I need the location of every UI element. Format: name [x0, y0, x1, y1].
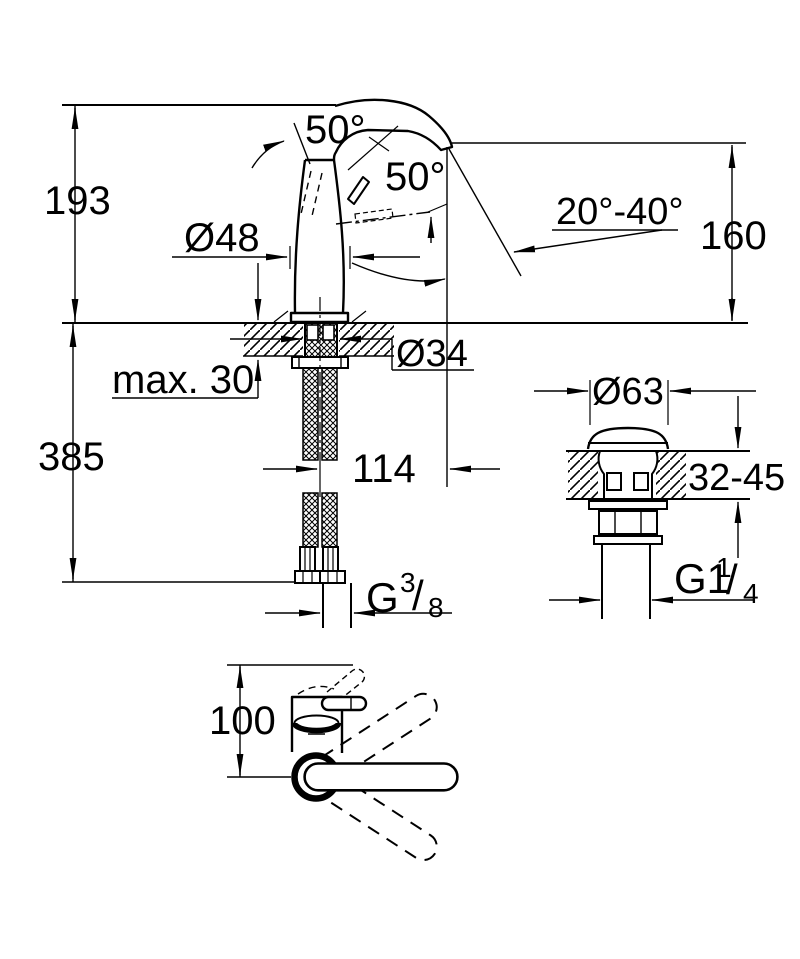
front-view: 193 385 max. 30 Ø48 50° 50°	[38, 98, 767, 628]
handle-horizontal-dashed	[354, 208, 394, 224]
thread-g38-denominator: 8	[428, 592, 444, 623]
top-view: 100	[209, 664, 459, 861]
thread-g38-divider: /	[412, 572, 424, 619]
dim-label-100: 100	[209, 699, 276, 743]
deck-hatch-right	[339, 324, 394, 356]
dim-label-193: 193	[44, 179, 111, 223]
dim-spray-angle: 20°-40°	[513, 191, 684, 253]
waste-body-left	[597, 450, 605, 499]
shank-window-left	[306, 324, 319, 341]
waste-view: Ø63 32-45 G1 1 / 4	[534, 371, 785, 619]
dim-below-deck: 385	[38, 323, 105, 582]
sink-hatch-right	[656, 452, 686, 498]
dim-label-max30: max. 30	[112, 358, 254, 402]
waste-hex-nut	[598, 510, 658, 535]
overflow-window-left	[606, 472, 622, 491]
dim-label-20-40: 20°-40°	[556, 191, 684, 233]
dim-label-50-left: 50°	[305, 108, 366, 152]
hose-left-lower	[302, 492, 319, 548]
thread-g114-divider: /	[726, 556, 738, 603]
thread-g38-numerator: 3	[400, 567, 416, 598]
deck-hatch-left	[244, 324, 303, 356]
spout-swivel-upper	[321, 692, 438, 781]
dim-label-385: 385	[38, 435, 105, 479]
thread-g38-main: G	[366, 574, 399, 621]
waste-body	[566, 426, 750, 619]
swing-sweep-arrow	[351, 262, 446, 287]
dim-body-diameter: Ø48	[172, 216, 420, 269]
base-flange	[289, 311, 350, 324]
dim-label-114: 114	[352, 447, 416, 491]
thread-g114-numerator: 1	[716, 552, 732, 583]
hose-right-upper	[321, 367, 338, 461]
handle-lever	[347, 176, 370, 205]
spray-angle-line	[448, 148, 522, 277]
dim-label-50-right: 50°	[385, 155, 446, 199]
hose-nut-left	[294, 570, 321, 584]
dim-label-d63: Ø63	[592, 371, 664, 413]
waste-tailpipe	[601, 544, 651, 619]
dim-spout-projection: 114	[263, 447, 500, 491]
nut-facet-lines	[302, 571, 338, 583]
reference-lines	[62, 104, 748, 583]
dim-spout-offset: 100	[209, 665, 276, 777]
angle-leader-line	[427, 203, 448, 213]
axis-cross-tick	[368, 136, 390, 152]
shank-window-right	[322, 324, 335, 341]
handle-dashed-arc	[297, 685, 335, 695]
waste-dimensions: Ø63 32-45 G1 1 / 4	[534, 371, 785, 609]
dim-deck-max: max. 30	[112, 263, 262, 402]
ferrule-lines	[304, 547, 334, 571]
swing-reference-line	[293, 122, 311, 165]
top-view-body	[227, 664, 459, 861]
faucet-body	[251, 98, 522, 487]
dim-deck-range: 32-45	[688, 396, 785, 558]
thread-g114-main: G1	[674, 555, 730, 602]
waste-washer	[593, 535, 663, 545]
sink-hatch-left	[568, 452, 598, 498]
dim-spout-height: 160	[452, 142, 767, 321]
waste-cap-dome	[586, 426, 670, 450]
front-dimensions: 193 385 max. 30 Ø48 50° 50°	[38, 105, 767, 623]
body-collar-band	[291, 722, 342, 734]
handle-hidden-dashes	[300, 170, 323, 217]
dim-label-160: 160	[700, 214, 767, 258]
shank-walls	[304, 323, 338, 357]
spout-swivel-lower	[321, 773, 438, 861]
dim-supply-thread: G 3 / 8	[265, 567, 452, 623]
body-left-edge	[293, 159, 307, 314]
mounting-plate-tabs	[298, 357, 342, 368]
dim-total-height: 193	[44, 105, 111, 323]
hose-ferrule-right	[322, 546, 339, 572]
swing-arc-arrow	[251, 140, 285, 169]
handle-lever-top	[320, 695, 368, 712]
dim-waste-thread: G1 1 / 4	[549, 552, 759, 609]
waste-body-right	[651, 450, 659, 499]
dim-label-32-45: 32-45	[688, 457, 785, 499]
hose-nut-right	[319, 570, 346, 584]
hose-right-lower	[321, 492, 338, 548]
waste-flange-ring	[588, 500, 668, 510]
handle-horizontal-centerline	[335, 211, 431, 225]
overflow-window-right	[633, 472, 649, 491]
handle-dashed-raised	[326, 668, 366, 703]
spout-tube	[303, 762, 459, 792]
dim-flange-diameter: Ø63	[534, 371, 756, 425]
hex-nut-facets	[614, 511, 642, 534]
thread-g114-denominator: 4	[743, 578, 759, 609]
mounting-assembly	[291, 297, 352, 628]
hose-left-upper	[302, 367, 319, 461]
connection-pipe	[322, 583, 352, 628]
handle-axis-line	[347, 125, 399, 171]
dim-label-d34: Ø34	[396, 333, 468, 375]
dim-label-d48: Ø48	[184, 216, 260, 260]
dim-shank-diameter: Ø34	[230, 333, 474, 375]
deck-break-ticks	[273, 310, 367, 323]
body-right-edge	[332, 159, 345, 314]
spout-outline	[332, 98, 454, 161]
hose-ferrule-left	[299, 546, 316, 572]
